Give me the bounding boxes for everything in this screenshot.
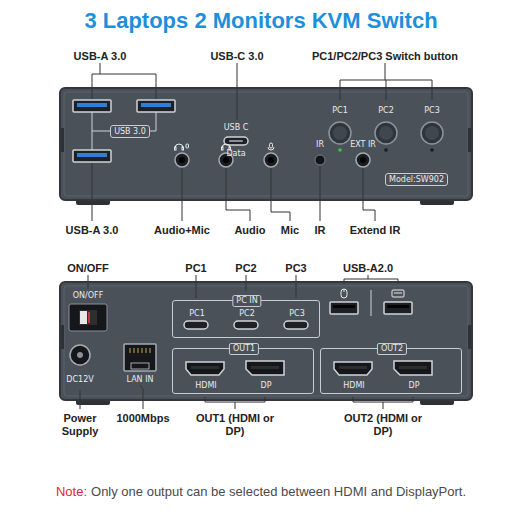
port-label: PC1 (189, 309, 205, 319)
button-label: PC2 (378, 106, 394, 116)
port-callout: PC2 (235, 262, 256, 275)
port-callout: OUT2 (HDMI or DP) (340, 412, 426, 438)
port-label: Model:SW902 (389, 175, 444, 185)
port-label: HDMI (195, 381, 216, 391)
port-callout: Extend IR (350, 224, 401, 237)
port-label: DC12V (66, 375, 93, 385)
group-tab-label: OUT1 (229, 343, 259, 355)
note-prefix: Note: (56, 484, 87, 499)
port-callout: Audio (234, 224, 265, 237)
port-label: LAN IN (127, 375, 154, 385)
switch-callout: ON/OFF (67, 262, 109, 275)
title: 3 Laptops 2 Monitors KVM Switch (0, 8, 522, 34)
port-label: USB C (224, 123, 249, 133)
note-line: Note: Only one output can be selected bet… (0, 484, 522, 499)
port-callout: Audio+Mic (154, 224, 210, 237)
port-label: PC2 (239, 309, 255, 319)
port-label: EXT IR (350, 140, 376, 150)
button-label: PC1 (332, 106, 348, 116)
port-callout: IR (315, 224, 326, 237)
port-callout: USB-A 3.0 (66, 224, 119, 237)
port-label: DP (409, 381, 420, 391)
port-label: HDMI (343, 381, 364, 391)
port-callout: Power Supply (49, 412, 111, 438)
model-plate: Model:SW902 (385, 173, 448, 186)
pc-in-group: PC INPC1PC2PC3 (172, 300, 320, 338)
button-callout: PC1/PC2/PC3 Switch button (312, 50, 458, 63)
output-group: OUT1HDMIDP (172, 348, 314, 394)
port-callout: USB-A2.0 (343, 262, 393, 275)
group-tab-label: OUT2 (377, 343, 407, 355)
port-callout: OUT1 (HDMI or DP) (192, 412, 278, 438)
port-callout: USB-A 3.0 (74, 50, 127, 63)
port-callout: PC1 (185, 262, 206, 275)
port-callout: USB-C 3.0 (210, 50, 263, 63)
sensor-label: IR (316, 140, 324, 150)
port-label: Data (226, 149, 245, 159)
switch-label: ON/OFF (73, 291, 103, 301)
port-callout: 1000Mbps (116, 412, 169, 425)
port-callout: Mic (281, 224, 299, 237)
group-tab-label: PC IN (232, 295, 261, 307)
note-text: Only one output can be selected between … (91, 484, 466, 499)
port-label: PC3 (289, 309, 305, 319)
port-callout: PC3 (285, 262, 306, 275)
usb3-group-box: USB 3.0 (110, 125, 150, 138)
button-label: PC3 (424, 106, 440, 116)
output-group: OUT2HDMIDP (320, 348, 462, 394)
port-label: USB 3.0 (114, 127, 146, 137)
port-label: DP (261, 381, 272, 391)
